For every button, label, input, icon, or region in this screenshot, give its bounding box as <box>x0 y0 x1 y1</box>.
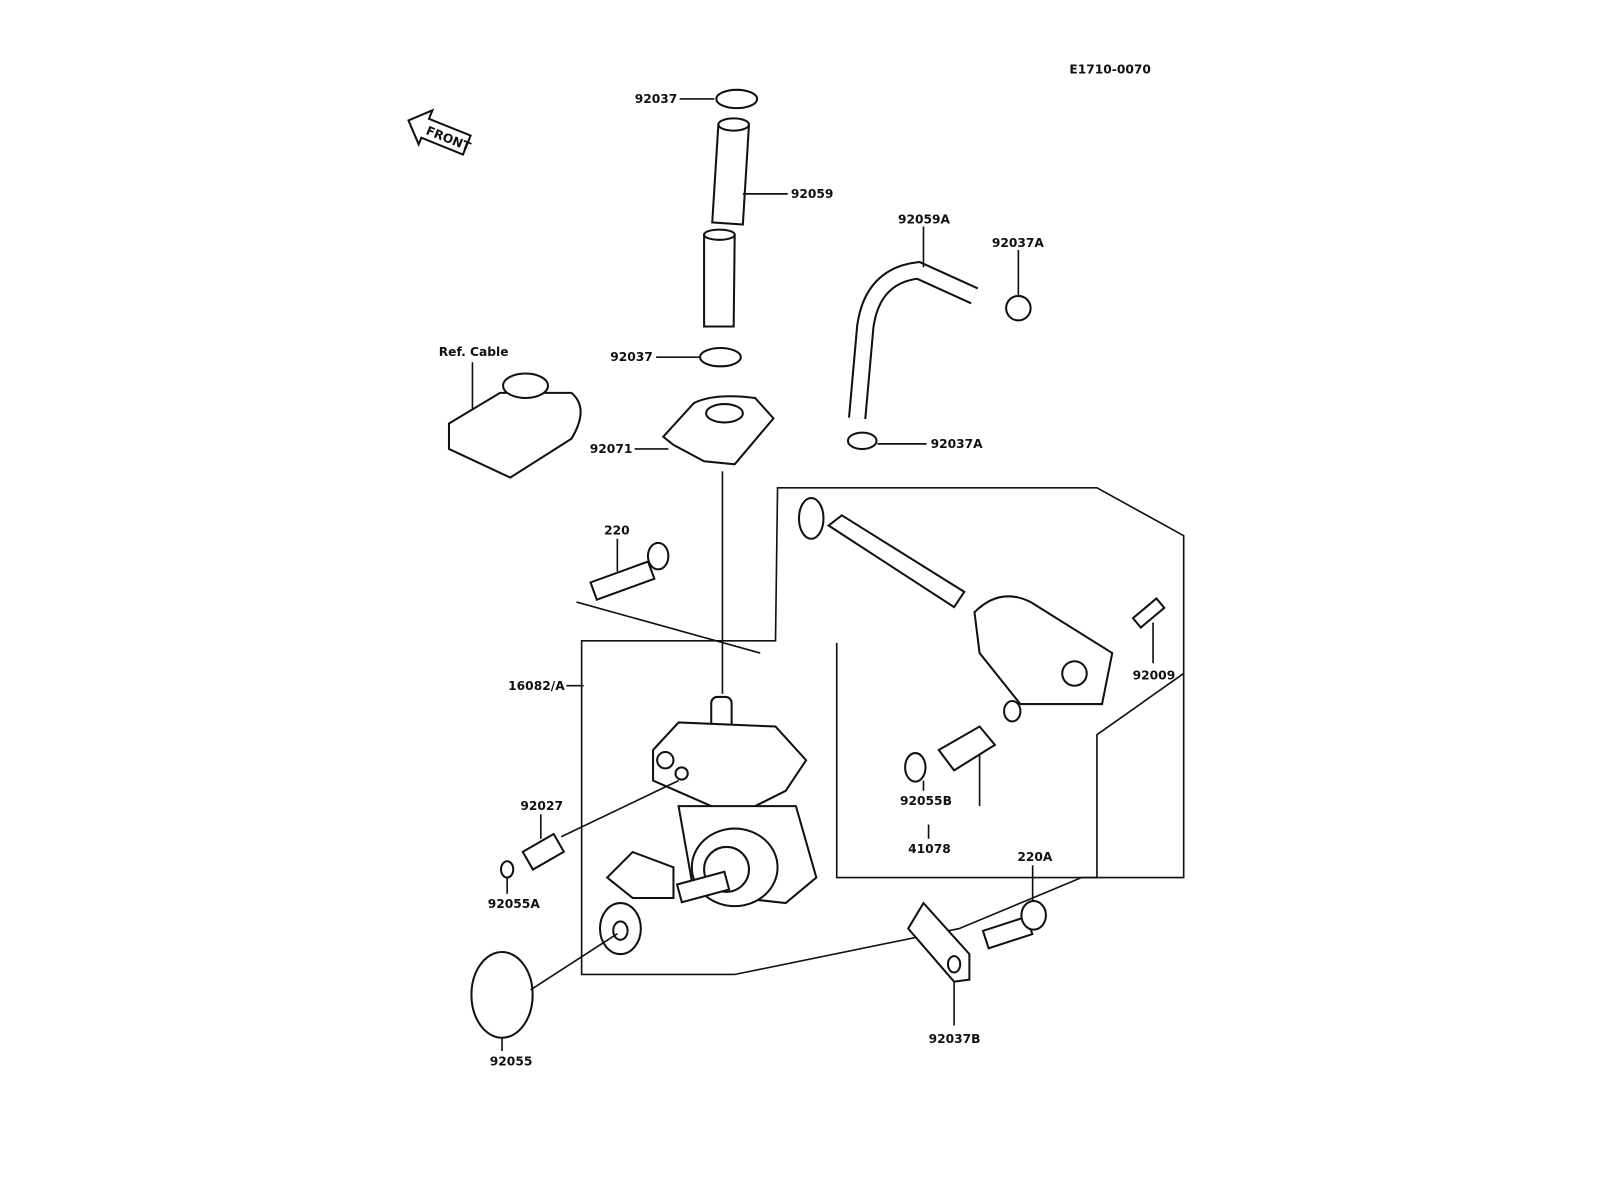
clamp-mid-part <box>698 346 742 368</box>
bolt-220a-part <box>981 900 1047 950</box>
oring-a-part <box>500 860 515 879</box>
label-92055: 92055 <box>490 1054 533 1068</box>
label-92037-top: 92037 <box>635 92 678 106</box>
label-92027: 92027 <box>520 799 563 813</box>
cable-boot-part <box>447 391 582 479</box>
screw-92009-part <box>1131 597 1166 629</box>
front-arrow-icon: FRONT <box>407 108 473 156</box>
label-220a: 220A <box>1017 850 1053 864</box>
oil-pump-body-part <box>605 695 818 908</box>
label-220: 220 <box>604 524 630 538</box>
label-92037a-top: 92037A <box>992 236 1045 250</box>
drive-shaft-part <box>826 514 966 609</box>
collar-92027-part <box>521 832 566 871</box>
label-92055a: 92055A <box>488 897 541 911</box>
ref-cable-label: Ref. Cable <box>439 345 509 359</box>
diagram-code: E1710-0070 <box>1069 62 1151 76</box>
label-92059: 92059 <box>791 187 834 201</box>
label-92009: 92009 <box>1133 669 1176 683</box>
bracket-92071-part <box>661 395 775 466</box>
label-41078: 41078 <box>908 842 951 856</box>
label-92037-mid: 92037 <box>610 350 653 364</box>
label-16082a: 16082/A <box>508 679 565 693</box>
clamp-a-top-part <box>1005 294 1032 322</box>
label-92037a-bottom: 92037A <box>931 437 984 451</box>
bolt-220-part <box>589 541 670 602</box>
label-92037b: 92037B <box>929 1032 981 1046</box>
clamp-top-part <box>715 88 759 110</box>
label-92071: 92071 <box>590 442 633 456</box>
hose-92059-part <box>703 117 751 328</box>
oring-b-part <box>904 752 927 783</box>
label-92059a: 92059A <box>898 212 951 226</box>
worm-gear-part <box>937 725 997 772</box>
clamp-a-bottom-part <box>846 431 878 450</box>
plate-92037b-part <box>906 901 971 983</box>
label-92055b: 92055B <box>900 794 952 808</box>
oring-92055-part <box>470 951 534 1039</box>
seal-part <box>797 496 825 540</box>
gear-housing-part <box>973 595 1114 706</box>
